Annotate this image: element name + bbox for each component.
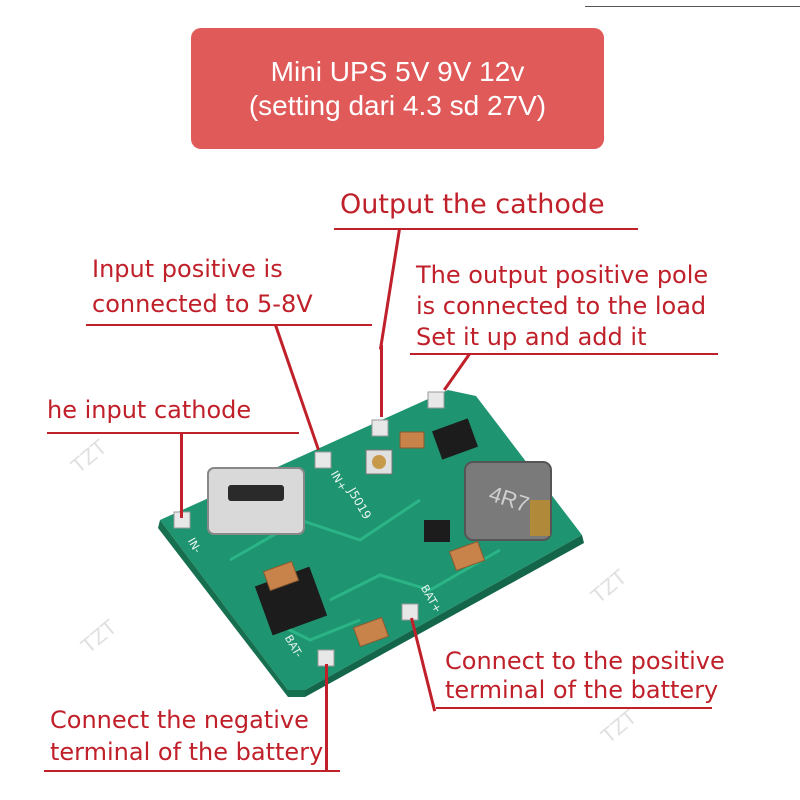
label-output-positive-3: Set it up and add it	[416, 323, 647, 351]
banner-line-2: (setting dari 4.3 sd 27V)	[248, 89, 547, 121]
watermark: TZT	[596, 705, 642, 749]
label-input-positive-2: connected to 5-8V	[92, 290, 313, 318]
banner-line-1: Mini UPS 5V 9V 12v	[270, 55, 525, 87]
label-battery-positive-2: terminal of the battery	[445, 676, 719, 704]
leader-battery-negative	[325, 664, 328, 772]
label-battery-negative-2: terminal of the battery	[50, 738, 324, 766]
label-output-positive-2: is connected to the load	[416, 292, 707, 320]
label-battery-positive-1: Connect to the positive	[445, 647, 725, 675]
underline-input-cathode	[47, 432, 299, 434]
mosfet	[424, 520, 450, 542]
boost-ic	[432, 418, 478, 460]
watermark: TZT	[66, 435, 112, 479]
underline-output-positive	[410, 353, 718, 355]
watermark: TZT	[76, 615, 122, 659]
pad-out-minus	[371, 419, 389, 437]
pcb-trace	[329, 548, 501, 602]
pad-out-plus	[427, 391, 445, 409]
underline-input-positive	[86, 324, 372, 326]
watermark: TZT	[586, 565, 632, 609]
label-input-positive-1: Input positive is	[92, 255, 283, 283]
underline-battery-negative	[44, 770, 340, 772]
potentiometer-knob	[372, 455, 386, 469]
inductor-base	[530, 500, 550, 536]
underline-battery-positive	[436, 707, 712, 709]
inductor	[464, 461, 552, 541]
label-input-cathode: he input cathode	[47, 396, 252, 424]
underline-output-cathode	[334, 228, 638, 230]
capacitor	[352, 616, 390, 648]
capacitor	[448, 540, 486, 572]
label-battery-negative-1: Connect the negative	[50, 706, 309, 734]
pcb-board-side	[305, 535, 584, 697]
leader-input-cathode	[180, 433, 183, 518]
capacitor	[399, 431, 425, 449]
pcb-board-edge	[158, 520, 305, 697]
pad-in-plus	[314, 451, 332, 469]
title-banner: Mini UPS 5V 9V 12v (setting dari 4.3 sd …	[191, 28, 604, 149]
leader-output-cathode-2	[380, 345, 383, 417]
label-output-positive-1: The output positive pole	[416, 261, 709, 289]
pad-bat-plus	[401, 603, 419, 621]
pcb-trace	[229, 498, 421, 562]
top-rule	[585, 6, 800, 7]
capacitor	[262, 560, 300, 592]
label-output-cathode: Output the cathode	[340, 189, 605, 220]
micro-usb-slot	[228, 485, 284, 501]
